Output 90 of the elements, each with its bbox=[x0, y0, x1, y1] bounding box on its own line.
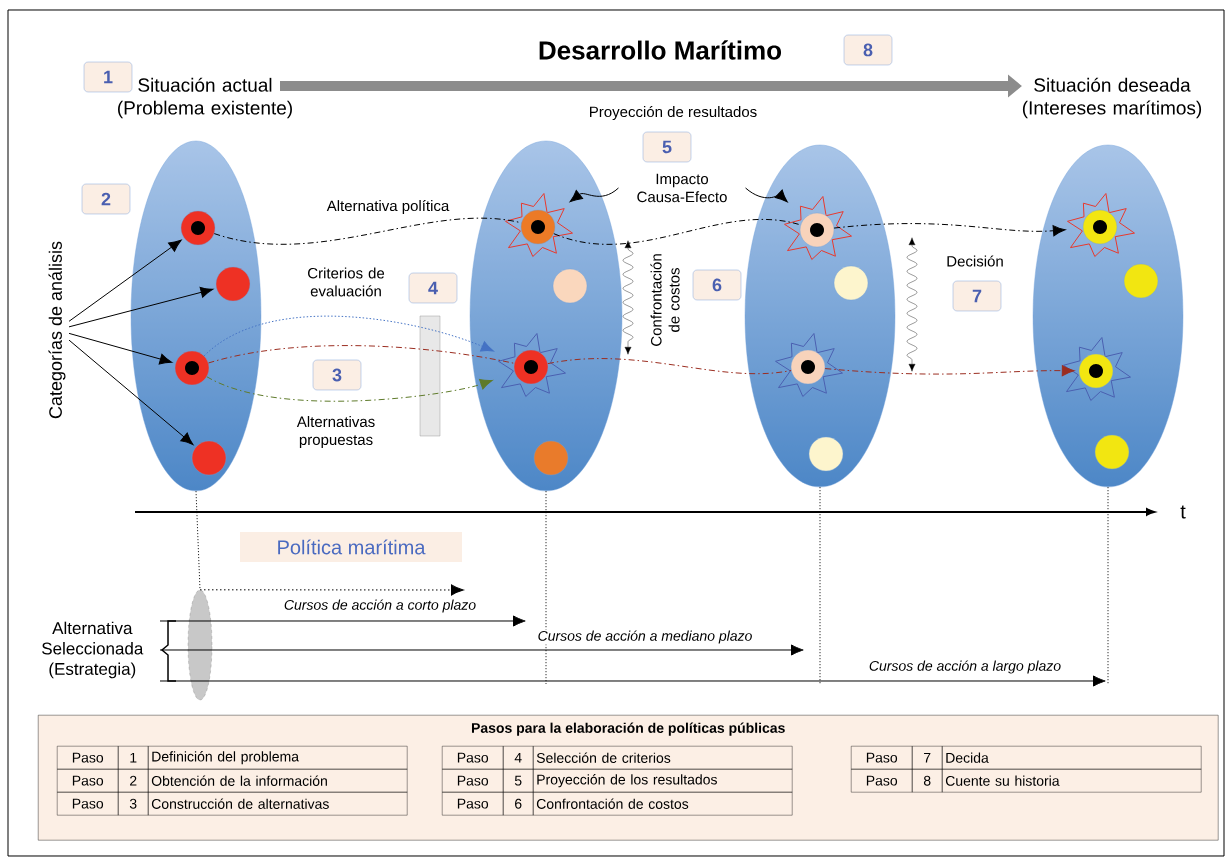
heading-label: Situación deseada (Intereses marítimos) bbox=[1022, 77, 1202, 119]
arrow bbox=[159, 615, 526, 627]
table-cell: Selección de criterios bbox=[533, 746, 793, 770]
text-label: Criterios de evaluación bbox=[308, 267, 385, 297]
table-cell: Decida bbox=[942, 746, 1202, 770]
table-cell: Paso bbox=[442, 792, 504, 816]
dot bbox=[552, 268, 588, 304]
dot bbox=[833, 265, 869, 301]
table-cell: 2 bbox=[118, 769, 149, 793]
table-cell: 4 bbox=[503, 746, 534, 770]
target-dot bbox=[513, 349, 549, 385]
table-cell: 5 bbox=[503, 769, 534, 793]
dot bbox=[533, 440, 569, 476]
step-number-box: 8 bbox=[843, 34, 893, 66]
target-dot bbox=[1078, 353, 1114, 389]
arrow bbox=[68, 339, 194, 445]
step-number-box: 6 bbox=[692, 269, 742, 301]
text-label: Proyección de resultados bbox=[590, 105, 757, 121]
arrow bbox=[68, 286, 214, 328]
stage-ellipse bbox=[1032, 144, 1184, 488]
table-cell: Paso bbox=[442, 769, 504, 793]
dotted-line bbox=[207, 345, 515, 364]
title: Desarrollo Marítimo bbox=[539, 40, 782, 60]
dot bbox=[1094, 434, 1130, 470]
edge-label: Cursos de acción a largo plazo bbox=[867, 659, 1063, 675]
stage-ellipse bbox=[469, 140, 623, 492]
step-number-box: 3 bbox=[312, 359, 362, 391]
edge-label: Cursos de acción a mediano plazo bbox=[536, 629, 754, 645]
table-cell: Paso bbox=[57, 792, 119, 816]
dotted-line bbox=[547, 358, 792, 375]
table-cell: Paso bbox=[57, 769, 119, 793]
table-cell: Proyección de los resultados bbox=[533, 769, 793, 793]
arrow bbox=[569, 187, 619, 203]
text-label: Alternativa política bbox=[326, 199, 450, 215]
dotted-line bbox=[819, 486, 821, 685]
axis-label: t bbox=[1180, 505, 1186, 519]
step-number-box: 4 bbox=[408, 272, 458, 304]
stage-ellipse bbox=[744, 144, 896, 488]
table-cell: Paso bbox=[442, 746, 504, 770]
step-number-box: 2 bbox=[81, 183, 131, 215]
target-dot bbox=[790, 349, 826, 385]
dot bbox=[215, 266, 251, 302]
edge-label: Cursos de acción a corto plazo bbox=[282, 598, 478, 614]
stage-ellipse bbox=[130, 140, 262, 492]
arrow bbox=[199, 584, 464, 596]
arrow bbox=[159, 644, 804, 656]
target-dot bbox=[180, 210, 216, 246]
dotted-line bbox=[545, 490, 547, 685]
target-dot bbox=[174, 350, 210, 386]
policy-box: Política marítima bbox=[240, 532, 462, 562]
table-cell: Confrontación de costos bbox=[533, 792, 793, 816]
table-cell: 3 bbox=[118, 792, 149, 816]
strategy-label: Alternativa Seleccionada (Estrategia) bbox=[42, 621, 144, 679]
table-cell: Paso bbox=[851, 769, 913, 793]
table-cell: Definición del problema bbox=[148, 746, 408, 770]
table-cell: Paso bbox=[57, 746, 119, 770]
arrow bbox=[68, 239, 182, 322]
target-dot bbox=[799, 212, 835, 248]
dotted-line bbox=[195, 490, 201, 591]
selection-ellipse bbox=[187, 589, 213, 701]
dotted-line bbox=[1107, 486, 1109, 685]
table-cell: 6 bbox=[503, 792, 534, 816]
arrow bbox=[203, 315, 494, 357]
text-label: Alternativas propuestas bbox=[296, 416, 375, 448]
text-label: Confrontación de costos bbox=[650, 254, 680, 346]
dot bbox=[1123, 263, 1159, 299]
step-number-box: 7 bbox=[952, 280, 1002, 312]
table-cell: 1 bbox=[118, 746, 149, 770]
target-dot bbox=[520, 209, 556, 245]
table-cell: 8 bbox=[912, 769, 943, 793]
arrow bbox=[824, 365, 1075, 377]
table-cell: Obtención de la información bbox=[148, 769, 408, 793]
step-number-box: 1 bbox=[83, 61, 133, 93]
text-label: Decisión bbox=[947, 255, 1003, 267]
dot bbox=[808, 436, 844, 472]
table-cell: Cuente su historia bbox=[942, 769, 1202, 793]
arrow bbox=[745, 187, 788, 203]
table-cell: Construcción de alternativas bbox=[148, 792, 408, 816]
step-number-box: 5 bbox=[642, 131, 692, 163]
target-dot bbox=[1082, 209, 1118, 245]
arrow bbox=[833, 223, 1066, 237]
dotted-line bbox=[213, 217, 522, 245]
arrow bbox=[68, 332, 173, 365]
category-label: Categorías de análisis bbox=[48, 241, 66, 419]
dot bbox=[191, 440, 227, 476]
impact-label: Impacto Causa-Efecto bbox=[637, 173, 727, 203]
arrow bbox=[206, 376, 493, 402]
table-cell: 7 bbox=[912, 746, 943, 770]
table-cell: Paso bbox=[851, 746, 913, 770]
arrow bbox=[159, 675, 1106, 687]
